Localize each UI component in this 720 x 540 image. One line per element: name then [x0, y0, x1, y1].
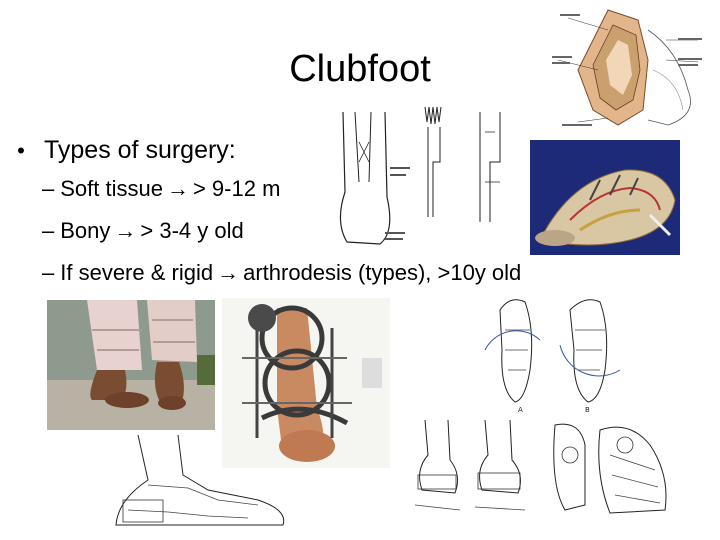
- sub-bullet-label: If severe & rigid: [60, 260, 214, 285]
- svg-text:A: A: [518, 406, 523, 414]
- slide-title: Clubfoot: [289, 48, 431, 90]
- sub-bullet-detail: > 9-12 m: [192, 176, 281, 201]
- right-arrow-icon: →: [114, 218, 137, 243]
- sub-bullet-dash: –: [42, 176, 55, 201]
- ankle-anatomy-illustration: [548, 0, 713, 134]
- ankle-sketches: [400, 415, 536, 525]
- right-arrow-icon: →: [217, 260, 240, 285]
- foot-xray-sketches: A B: [480, 290, 630, 415]
- sub-bullet-label: Soft tissue: [60, 176, 163, 201]
- sub-bullet-label: Bony: [60, 218, 111, 243]
- svg-text:B: B: [585, 406, 590, 414]
- foot-outline-sketch: [108, 430, 293, 535]
- bullet-symbol: •: [17, 137, 25, 163]
- sub-bullet-item: – Soft tissue → > 9-12 m: [42, 176, 280, 202]
- sub-bullet-dash: –: [42, 218, 55, 243]
- child-feet-photo: [47, 300, 215, 430]
- foot-model-photo: [530, 140, 680, 255]
- sub-bullet-detail: arthrodesis (types), >10y old: [243, 260, 522, 285]
- right-arrow-icon: →: [166, 176, 189, 201]
- foot-bones-sketch: [540, 415, 675, 525]
- bullet-item: • Types of surgery:: [10, 136, 236, 165]
- sub-bullet-dash: –: [42, 260, 55, 285]
- sub-bullet-item: – Bony → > 3-4 y old: [42, 218, 244, 244]
- sub-bullet-detail: > 3-4 y old: [140, 218, 244, 243]
- bullet-text: Types of surgery:: [44, 136, 236, 164]
- sub-bullet-item: – If severe & rigid → arthrodesis (types…: [42, 260, 521, 286]
- tendon-lengthening-diagram: [325, 102, 515, 252]
- external-fixator-photo: [222, 298, 390, 468]
